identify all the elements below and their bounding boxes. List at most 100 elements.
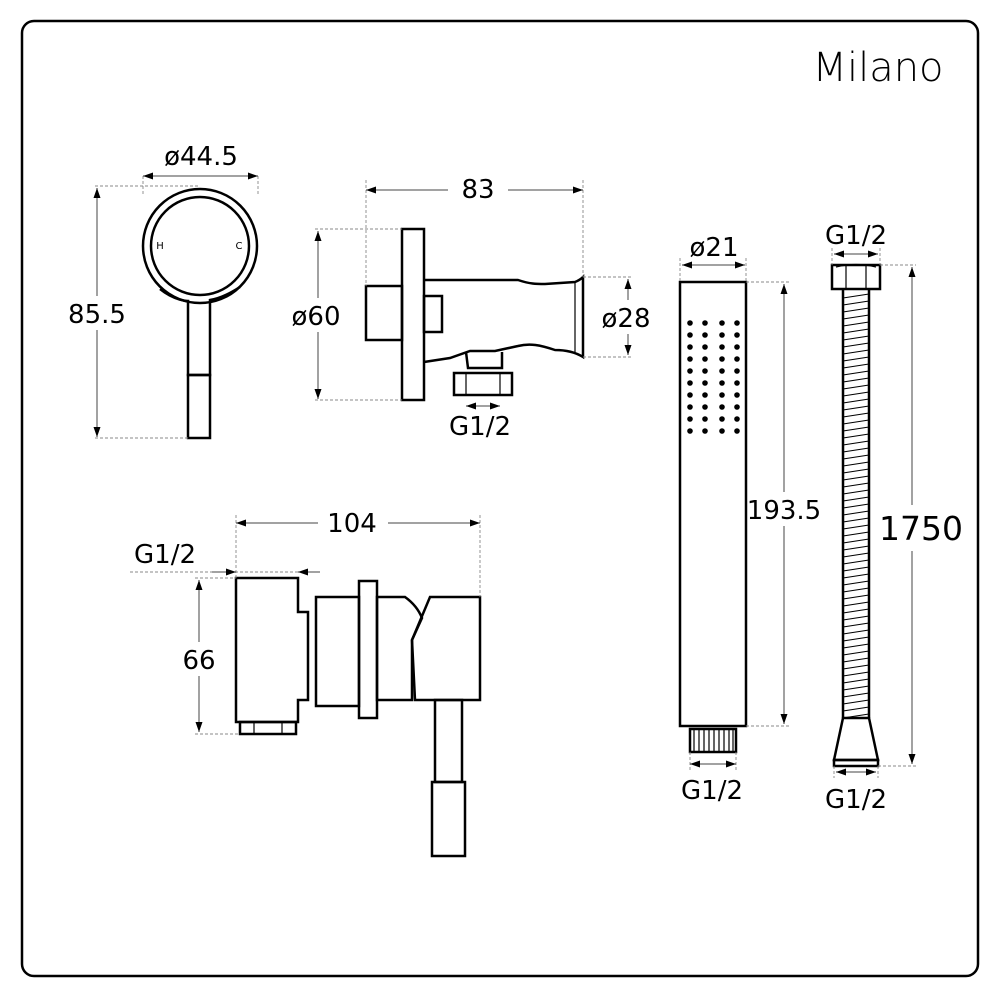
nozzle <box>702 320 708 326</box>
nozzle <box>687 416 693 422</box>
hose-wrap <box>842 468 870 474</box>
hose-wrap <box>842 601 870 607</box>
hose-wrap <box>842 391 870 397</box>
nozzle <box>734 356 740 362</box>
nozzle <box>702 392 708 398</box>
hose-wraps <box>842 293 870 719</box>
nozzle <box>687 392 693 398</box>
hose-wrap <box>842 636 870 642</box>
nozzle <box>702 332 708 338</box>
hand-shower-view: ø21 193.5 G1/2 <box>678 233 821 806</box>
hose-wrap <box>842 629 870 635</box>
nozzle <box>719 368 725 374</box>
nozzle <box>734 416 740 422</box>
brand-name: Milano <box>812 45 943 91</box>
nozzle <box>687 356 693 362</box>
hose-wrap <box>842 440 870 446</box>
nozzle <box>719 404 725 410</box>
drawing-frame <box>20 19 980 978</box>
mixer-side-view: 104 G1/2 66 <box>130 504 482 858</box>
nozzle <box>734 392 740 398</box>
hose-wrap <box>842 349 870 355</box>
nozzle <box>702 404 708 410</box>
nozzle <box>702 368 708 374</box>
hose-wrap <box>842 342 870 348</box>
hose-top-thread-label: G1/2 <box>825 221 887 251</box>
hose-wrap <box>842 538 870 544</box>
hose-wrap <box>842 384 870 390</box>
handset-thread-label: G1/2 <box>681 776 743 806</box>
nozzle <box>719 380 725 386</box>
nozzle <box>719 320 725 326</box>
hose-wrap <box>842 356 870 362</box>
nozzle <box>687 368 693 374</box>
nozzle <box>702 380 708 386</box>
hose-wrap <box>842 671 870 677</box>
hose-wrap <box>842 678 870 684</box>
hose-wrap <box>842 699 870 705</box>
hose-length-label: 1750 <box>879 509 963 548</box>
hose-wrap <box>842 454 870 460</box>
hose-wrap <box>842 510 870 516</box>
hose-wrap <box>842 524 870 530</box>
nozzle <box>687 428 693 434</box>
hose-wrap <box>842 314 870 320</box>
handset-thread-lines <box>693 729 734 752</box>
hose-wrap <box>842 566 870 572</box>
hose-wrap <box>842 496 870 502</box>
nozzle <box>702 356 708 362</box>
mixer-front-view: H C ø44.5 85.5 <box>62 142 259 440</box>
hose-wrap <box>842 419 870 425</box>
mixer-inlet-thread-label: G1/2 <box>134 540 196 570</box>
handset-length-label: 193.5 <box>747 496 821 526</box>
hose-wrap <box>842 594 870 600</box>
hose-wrap <box>842 531 870 537</box>
nozzle <box>687 332 693 338</box>
hose-wrap <box>842 307 870 313</box>
nozzle <box>702 344 708 350</box>
nozzle <box>687 344 693 350</box>
elbow-outlet-thread-label: G1/2 <box>449 412 511 442</box>
nozzle <box>719 332 725 338</box>
hose-wrap <box>842 552 870 558</box>
nozzle <box>719 392 725 398</box>
hose-wrap <box>842 475 870 481</box>
hose-wrap <box>842 370 870 376</box>
shower-hose-view: G1/2 1750 G1/2 <box>825 221 963 815</box>
mixer-height-label: 66 <box>182 646 215 676</box>
hose-wrap <box>842 615 870 621</box>
mixer-width-label: 104 <box>327 509 377 539</box>
hose-wrap <box>842 412 870 418</box>
nozzle <box>734 320 740 326</box>
handset-diameter-label: ø21 <box>690 233 739 263</box>
elbow-width-label: 83 <box>461 175 494 205</box>
ring-diameter-label: ø44.5 <box>164 142 238 172</box>
nozzle <box>687 320 693 326</box>
nozzle <box>734 332 740 338</box>
hose-wrap <box>842 405 870 411</box>
nozzle <box>734 380 740 386</box>
nozzle <box>719 344 725 350</box>
hose-wrap <box>842 335 870 341</box>
hose-wrap <box>842 664 870 670</box>
nozzle <box>719 416 725 422</box>
hose-wrap <box>842 573 870 579</box>
hose-wrap <box>842 447 870 453</box>
wall-elbow-view: 83 ø60 ø28 G1/2 <box>286 170 654 442</box>
hot-marking: H <box>156 241 164 252</box>
hose-wrap <box>842 517 870 523</box>
hose-wrap <box>842 328 870 334</box>
elbow-plate-diameter-label: ø60 <box>292 302 341 332</box>
hose-wrap <box>842 685 870 691</box>
hose-wrap <box>842 321 870 327</box>
hose-wrap <box>842 580 870 586</box>
hose-wrap <box>842 643 870 649</box>
hose-wrap <box>842 398 870 404</box>
hose-wrap <box>842 377 870 383</box>
nozzle <box>719 356 725 362</box>
hose-wrap <box>842 461 870 467</box>
cold-marking: C <box>236 241 243 252</box>
hose-wrap <box>842 489 870 495</box>
nozzle <box>702 416 708 422</box>
